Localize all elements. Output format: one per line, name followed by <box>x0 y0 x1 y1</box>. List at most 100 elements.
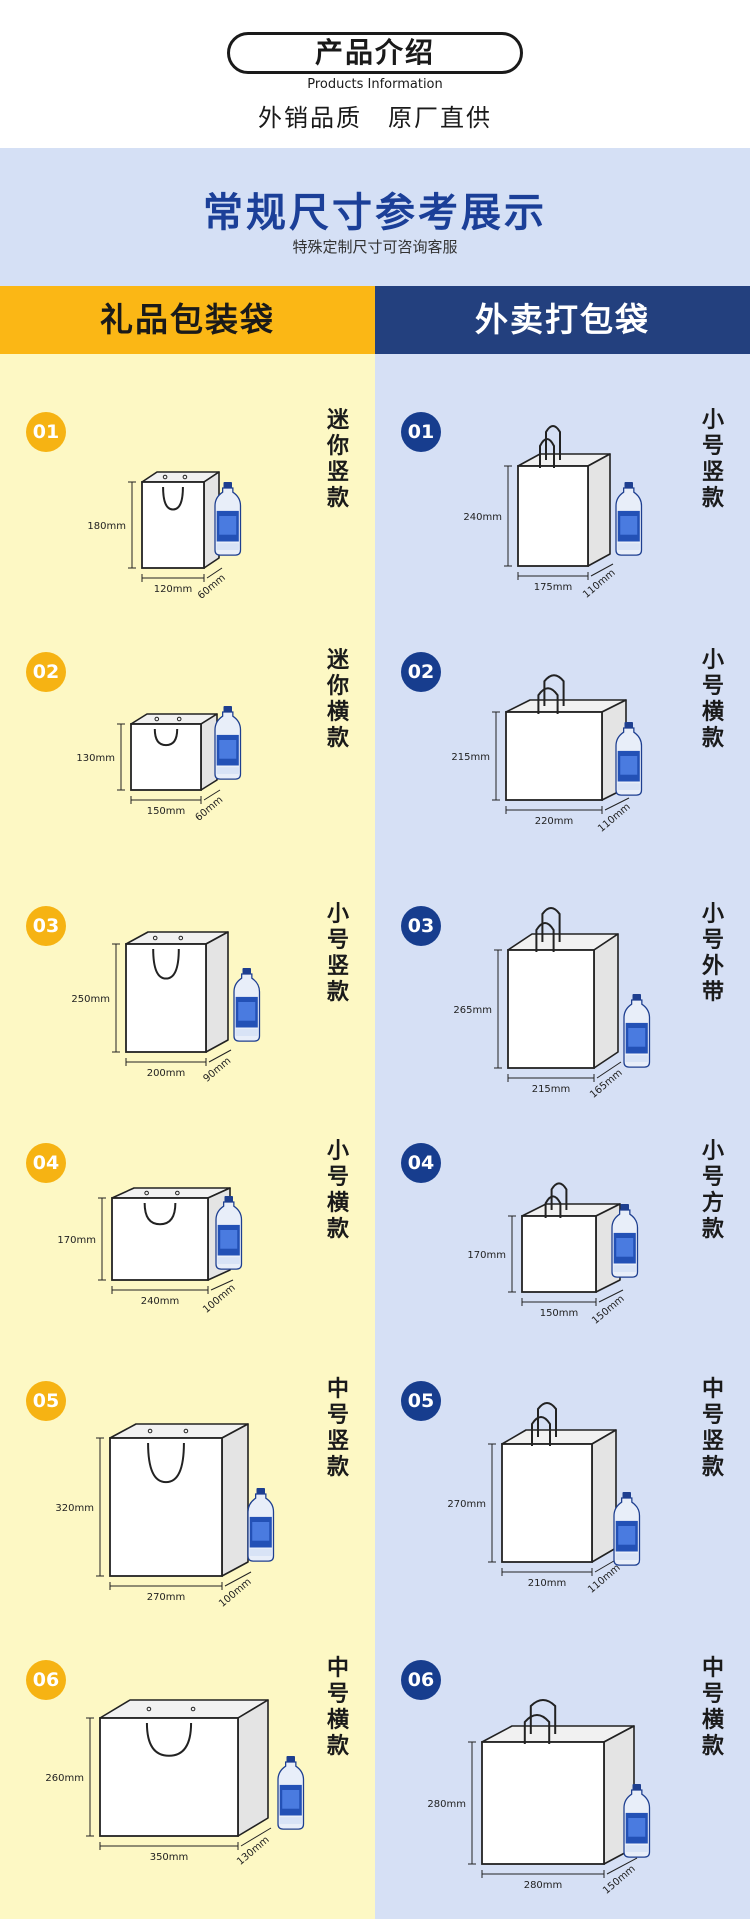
gift-bag-1-number-badge: 01 <box>26 412 66 452</box>
gift-bag-5-depth-line <box>224 1571 252 1587</box>
gift-bag-5-depth-label: 100mm <box>217 1576 254 1609</box>
gift-bag-6-bottle-icon <box>277 1756 305 1830</box>
gift-bag-column <box>0 354 375 1919</box>
gift-bag-2-bottle-icon <box>214 706 242 780</box>
subtitle-en: Products Information <box>307 77 443 92</box>
takeout-bag-6-depth-line <box>606 1857 638 1875</box>
takeout-bag-4-width-label: 150mm <box>540 1308 579 1319</box>
takeout-bag-1-number-badge: 01 <box>401 412 441 452</box>
gift-bag-5-width-label: 270mm <box>147 1592 186 1603</box>
takeout-bag-5-name: 中号竖款 <box>701 1377 724 1480</box>
takeout-bag-1-height-label: 240mm <box>463 512 502 523</box>
takeout-bag-column-header: 外卖打包袋 <box>375 286 750 354</box>
takeout-bag-5-bottle-icon <box>613 1492 641 1566</box>
gift-bag-5-height-label: 320mm <box>55 1503 94 1514</box>
gift-bag-6-depth-line <box>240 1827 272 1847</box>
takeout-bag-5-number-badge: 05 <box>401 1381 441 1421</box>
gift-bag-2-height-label: 130mm <box>76 753 115 764</box>
band-title: 常规尺寸参考展示 <box>203 190 547 236</box>
gift-bag-2-number-badge: 02 <box>26 652 66 692</box>
takeout-bag-2-depth-line <box>604 797 630 811</box>
gift-bag-1-name: 迷你竖款 <box>326 408 349 511</box>
takeout-bag-2-width-label: 220mm <box>535 816 574 827</box>
takeout-bag-5-illustration <box>501 1402 617 1563</box>
gift-bag-6-width-label: 350mm <box>150 1852 189 1863</box>
takeout-bag-6-height-label: 280mm <box>427 1799 466 1810</box>
gift-bag-2-depth-label: 60mm <box>194 795 226 824</box>
takeout-bag-4-name: 小号方款 <box>701 1139 724 1242</box>
takeout-bag-4-height-label: 170mm <box>467 1250 506 1261</box>
takeout-bag-1-depth-label: 110mm <box>581 567 618 600</box>
takeout-bag-6-illustration <box>481 1699 635 1865</box>
gift-bag-3-depth-line <box>208 1049 232 1063</box>
gift-bag-2-depth-line <box>203 789 221 801</box>
gift-bag-3-bottle-icon <box>233 968 261 1042</box>
gift-bag-column-header: 礼品包装袋 <box>0 286 375 354</box>
takeout-bag-2-number-badge: 02 <box>401 652 441 692</box>
gift-bag-4-depth-line <box>210 1279 234 1291</box>
title-pill: 产品介绍 <box>227 32 523 74</box>
gift-bag-1-width-label: 120mm <box>154 584 193 595</box>
subtitle-cn: 外销品质 原厂直供 <box>258 104 492 132</box>
gift-bag-1-height-label: 180mm <box>87 521 126 532</box>
gift-bag-3-height-label: 250mm <box>71 994 110 1005</box>
takeout-bag-3-width-label: 215mm <box>532 1084 571 1095</box>
takeout-bag-4-depth-line <box>598 1289 624 1303</box>
takeout-bag-3-bottle-icon <box>623 994 651 1068</box>
gift-bag-2-name: 迷你横款 <box>326 648 349 751</box>
takeout-bag-1-bottle-icon <box>615 482 643 556</box>
gift-bag-4-height-label: 170mm <box>57 1235 96 1246</box>
takeout-bag-6-width-label: 280mm <box>524 1880 563 1891</box>
takeout-bag-column <box>375 354 750 1919</box>
takeout-bag-3-number-badge: 03 <box>401 906 441 946</box>
band-subtitle: 特殊定制尺寸可咨询客服 <box>292 238 458 256</box>
takeout-bag-4-bottle-icon <box>611 1204 639 1278</box>
page-title: 产品介绍 <box>314 36 435 69</box>
gift-bag-4-width-label: 240mm <box>141 1296 180 1307</box>
gift-bag-1-depth-label: 60mm <box>196 573 228 602</box>
takeout-bag-5-width-label: 210mm <box>528 1578 567 1589</box>
gift-bag-3-name: 小号竖款 <box>326 902 349 1005</box>
gift-bag-5-bottle-icon <box>247 1488 275 1562</box>
takeout-bag-6-bottle-icon <box>623 1784 651 1858</box>
gift-bag-5-illustration <box>109 1423 249 1577</box>
takeout-bag-6-depth-label: 150mm <box>601 1863 638 1896</box>
takeout-bag-6-number-badge: 06 <box>401 1660 441 1700</box>
gift-bag-6-name: 中号横款 <box>326 1656 349 1759</box>
takeout-bag-3-name: 小号外带 <box>701 902 724 1005</box>
header <box>0 0 750 148</box>
takeout-bag-2-name: 小号横款 <box>701 648 724 751</box>
takeout-bag-4-illustration <box>521 1182 621 1293</box>
takeout-bag-3-illustration <box>507 907 619 1069</box>
gift-bag-1-illustration <box>141 471 220 569</box>
gift-bag-4-name: 小号横款 <box>326 1139 349 1242</box>
gift-bag-6-height-label: 260mm <box>45 1773 84 1784</box>
gift-bag-4-bottle-icon <box>215 1196 243 1270</box>
gift-bag-4-illustration <box>111 1187 231 1281</box>
takeout-bag-1-depth-line <box>590 563 614 577</box>
gift-bag-2-illustration <box>130 713 218 791</box>
gift-bag-4-number-badge: 04 <box>26 1143 66 1183</box>
takeout-bag-2-illustration <box>505 674 627 801</box>
takeout-bag-2-bottle-icon <box>615 722 643 796</box>
gift-bag-5-name: 中号竖款 <box>326 1377 349 1480</box>
gift-bag-3-number-badge: 03 <box>26 906 66 946</box>
takeout-bag-3-depth-line <box>596 1061 622 1079</box>
takeout-bag-3-height-label: 265mm <box>453 1005 492 1016</box>
gift-bag-6-illustration <box>99 1699 269 1837</box>
takeout-bag-5-height-label: 270mm <box>447 1499 486 1510</box>
takeout-bag-1-name: 小号竖款 <box>701 408 724 511</box>
gift-bag-1-depth-line <box>206 567 223 579</box>
gift-bag-6-depth-label: 130mm <box>235 1834 272 1867</box>
takeout-bag-1-illustration <box>517 425 611 567</box>
takeout-bag-5-depth-label: 110mm <box>586 1562 623 1595</box>
gift-bag-3-illustration <box>125 931 229 1053</box>
takeout-bag-3-depth-label: 165mm <box>588 1067 625 1100</box>
takeout-bag-2-height-label: 215mm <box>451 752 490 763</box>
gift-bag-1-bottle-icon <box>214 482 242 556</box>
gift-bag-3-width-label: 200mm <box>147 1068 186 1079</box>
gift-bag-6-number-badge: 06 <box>26 1660 66 1700</box>
takeout-bag-4-number-badge: 04 <box>401 1143 441 1183</box>
gift-bag-5-number-badge: 05 <box>26 1381 66 1421</box>
